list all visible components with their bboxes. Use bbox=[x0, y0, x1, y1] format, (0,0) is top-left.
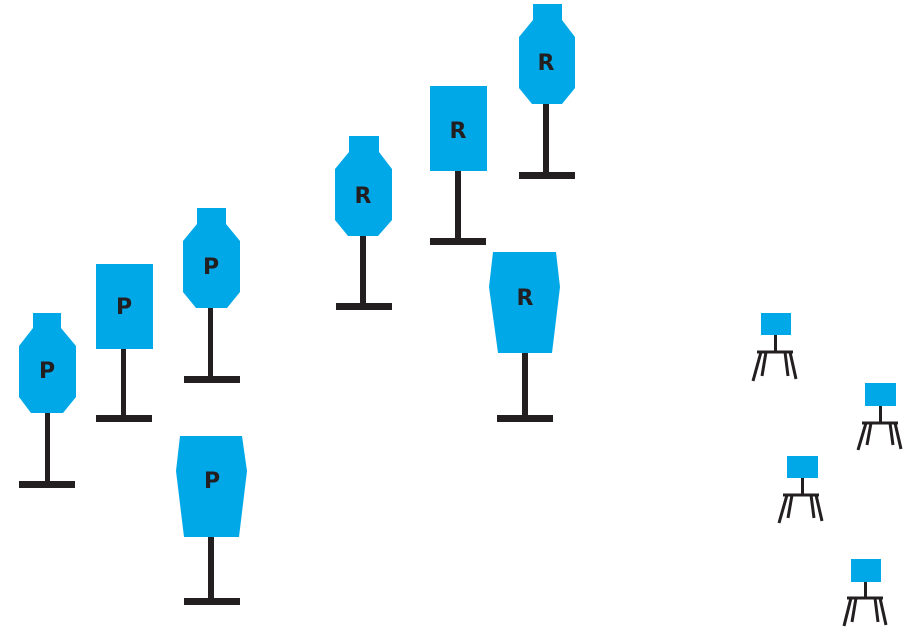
target-p4: P bbox=[176, 436, 247, 605]
target-r3: R bbox=[519, 4, 575, 179]
target-p1: P bbox=[19, 313, 76, 488]
small-target-s4 bbox=[842, 559, 888, 627]
small-target-s3 bbox=[777, 456, 824, 524]
target-p3: P bbox=[183, 208, 240, 383]
target-label: R bbox=[538, 51, 555, 76]
target-p2: P bbox=[96, 264, 153, 422]
target-r4: R bbox=[489, 252, 560, 422]
target-label: P bbox=[203, 255, 219, 280]
target-label: P bbox=[204, 469, 220, 494]
target-r1: R bbox=[335, 136, 392, 310]
target-label: R bbox=[517, 286, 534, 311]
target-label: R bbox=[450, 119, 467, 144]
target-r2: R bbox=[430, 86, 487, 245]
small-target-s2 bbox=[856, 383, 903, 451]
target-label: P bbox=[116, 295, 132, 320]
target-label: R bbox=[355, 184, 372, 209]
small-target-s1 bbox=[751, 313, 798, 382]
target-label: P bbox=[39, 359, 55, 384]
